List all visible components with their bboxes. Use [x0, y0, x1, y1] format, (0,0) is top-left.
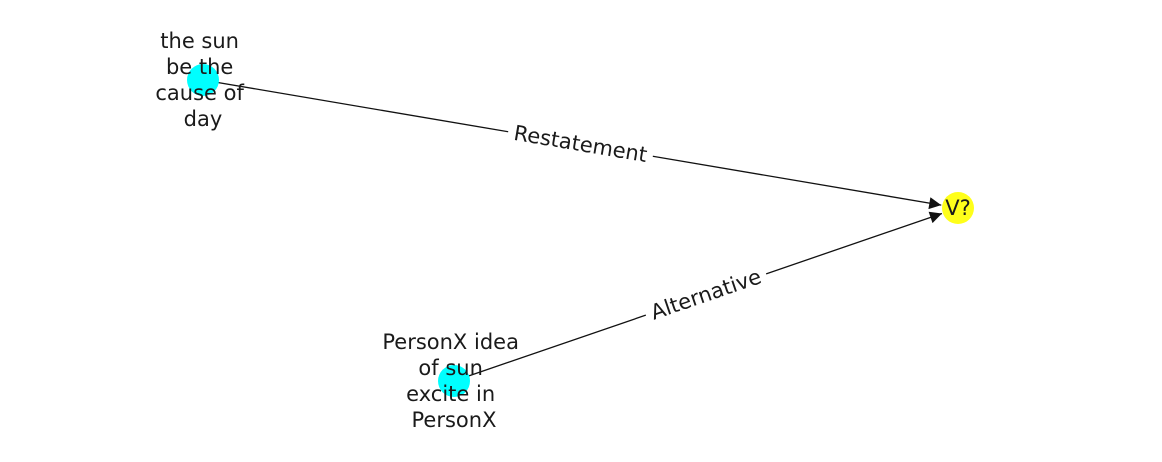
- node-label: PersonX idea of sun excite in PersonX: [382, 323, 525, 432]
- node-label-line: day: [184, 107, 223, 131]
- node-label-line: excite in: [406, 382, 495, 406]
- node-label: V?: [945, 196, 971, 220]
- node-personx-idea-of-sun: PersonX idea of sun excite in PersonX: [382, 323, 525, 432]
- node-label-line: V?: [945, 196, 971, 220]
- node-circle: [187, 64, 219, 96]
- node-label: the sun be the cause of day: [155, 22, 250, 131]
- edge-label-background: [505, 117, 656, 171]
- node-circle: [942, 192, 974, 224]
- edge-alternative: Alternative: [453, 211, 943, 382]
- node-label-line: cause of: [155, 81, 244, 105]
- node-label-line: PersonX idea: [382, 330, 519, 354]
- edge-restatement: Restatement: [202, 79, 942, 210]
- node-label-line: of sun: [418, 356, 482, 380]
- edge-label-background: [641, 260, 771, 329]
- node-label-line: PersonX: [412, 408, 497, 432]
- edge-label-group: Alternative: [641, 260, 771, 329]
- node-v-question: V?: [942, 192, 974, 224]
- edge-label-restatement: Restatement: [512, 121, 649, 167]
- node-label-line: the sun: [160, 29, 239, 53]
- node-label-line: be the: [166, 55, 233, 79]
- node-sun-cause-of-day: the sun be the cause of day: [155, 22, 250, 131]
- edge-label-group: Restatement: [505, 117, 656, 171]
- node-circle: [438, 365, 470, 397]
